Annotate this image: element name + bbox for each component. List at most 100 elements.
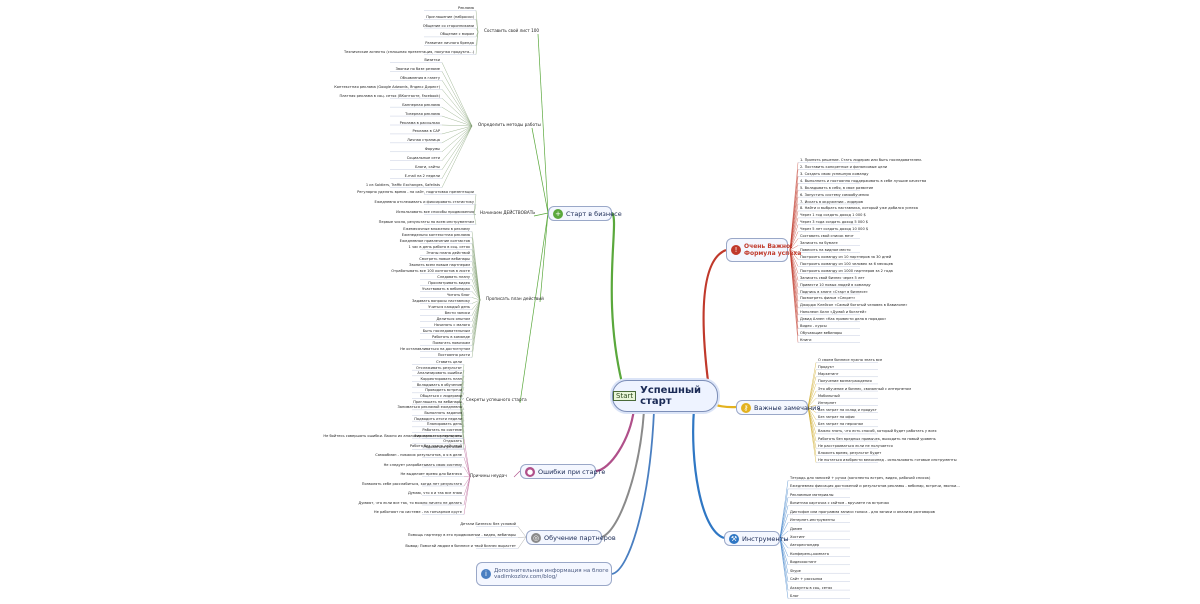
- errors-leaves-item[interactable]: Не следует разрабатывать свою систему: [383, 462, 462, 467]
- start-section-list[interactable]: Составить свой лист 100: [484, 28, 540, 33]
- start-leaf-item[interactable]: Вести записи: [444, 311, 470, 315]
- tools-leaves-item[interactable]: Skype: [790, 568, 801, 573]
- start-leaf-item[interactable]: E-mail на 2 недели: [404, 174, 440, 179]
- important-leaves-item[interactable]: Через 3 года создать доход 5 000 $: [800, 220, 869, 225]
- start-leaf-item[interactable]: Общаться с лидерами: [419, 394, 462, 398]
- start-leaf-item[interactable]: Общение с миром: [439, 32, 474, 37]
- tools-leaves-item[interactable]: Ежедневная фиксация достижений и результ…: [790, 484, 960, 489]
- points-leaves-item[interactable]: О своем бизнесе нужно знать все: [818, 358, 883, 362]
- start-leaf-item[interactable]: Технические аспекты (сплошная презентаци…: [343, 50, 474, 54]
- tools-leaves-item[interactable]: Хостинг: [790, 535, 806, 539]
- start-leaf-item[interactable]: Выполнять задания: [424, 411, 462, 415]
- start-leaf-item[interactable]: Регулярно уделять время - на сайт, подго…: [357, 190, 474, 194]
- start-leaf-item[interactable]: Реклама в рассылках: [399, 120, 440, 125]
- points-leaves-item[interactable]: Получение вознаграждения: [818, 379, 872, 384]
- start-leaf-item[interactable]: Отрабатывать все 100 контактов в листе: [391, 269, 470, 273]
- branch-important[interactable]: ! Очень Важно! Формула успеха: [726, 238, 801, 262]
- errors-leaves-item[interactable]: Думают, что если все так, то можно ничег…: [358, 500, 462, 505]
- start-leaf-item[interactable]: Анализировать ошибки: [417, 371, 462, 376]
- branch-start-business[interactable]: + Старт в бизнесе: [548, 206, 622, 221]
- points-leaves-item[interactable]: Не пытаться изобрести велосипед - исполь…: [818, 458, 957, 462]
- start-leaf-item[interactable]: Делиться опытом: [436, 317, 470, 321]
- tools-leaves-item[interactable]: Сайт + рассылка: [790, 577, 823, 582]
- points-leaves-item[interactable]: Не расстраиваться если не получается: [818, 443, 893, 448]
- start-leaf-item[interactable]: Социальные сети: [406, 156, 440, 161]
- start-leaf-item[interactable]: Проводить встречи: [425, 388, 462, 393]
- start-leaf-item[interactable]: Вкладывать в обучение: [416, 382, 462, 387]
- important-leaves-item[interactable]: 6. Запустить систему самообучения: [800, 192, 869, 197]
- important-leaves-item[interactable]: Повесить на видное место: [800, 248, 851, 252]
- start-leaf-item[interactable]: Ежемесячные вложения в рекламу: [403, 227, 470, 231]
- start-section-act[interactable]: Начинаем ДЕЙСТВОВАТЬ: [480, 210, 536, 215]
- important-leaves-item[interactable]: 3. Создать свою успешную команду: [800, 171, 869, 176]
- important-leaves-item[interactable]: 5. Вкладывать в себя, в свое развитие: [800, 185, 874, 190]
- start-leaf-item[interactable]: Отслеживать результат: [416, 365, 462, 370]
- important-leaves-item[interactable]: Через 5 лет создать доход 10 000 $: [800, 227, 869, 232]
- start-leaf-item[interactable]: Учиться каждый день: [428, 305, 470, 309]
- start-leaf-item[interactable]: Фиксировать результаты: [413, 433, 462, 438]
- start-leaf-item[interactable]: Приглашать на вебинары: [413, 399, 462, 404]
- important-leaves-item[interactable]: 8. Найти и выбрать наставника, который у…: [800, 206, 918, 211]
- errors-leaves-item[interactable]: Не бойтесь совершать ошибки. Важно их ан…: [323, 434, 462, 438]
- start-leaf-item[interactable]: Этапы плана действий: [426, 251, 470, 255]
- start-leaf-item[interactable]: Читать блог: [446, 293, 470, 297]
- start-leaf-item[interactable]: Ежедневно отслеживать и фиксировать стат…: [374, 200, 474, 204]
- tools-leaves-item[interactable]: Диктофон или программа записи голоса - д…: [790, 509, 935, 514]
- important-leaves-item[interactable]: Через 1 год создать доход 1 000 $: [800, 213, 866, 218]
- important-leaves-item[interactable]: Записать свой бизнес через 5 лет: [800, 275, 865, 280]
- important-leaves-item[interactable]: Наполеон Хилл «Думай и богатей»: [800, 310, 867, 315]
- start-leaf-item[interactable]: Помогать новичкам: [432, 341, 470, 345]
- points-leaves-item[interactable]: Без затрат на офис: [818, 415, 855, 420]
- training-leaves-item[interactable]: Вывод: Помогай людям в бизнесе и твой би…: [405, 544, 516, 548]
- important-leaves-item[interactable]: 2. Поставить конкретные и финансовые цел…: [800, 164, 888, 169]
- start-section-methods[interactable]: Определить методы работы: [478, 122, 541, 127]
- start-leaf-item[interactable]: Контекстная реклама (Google Adwords, Янд…: [334, 84, 440, 89]
- important-leaves-item[interactable]: Видео - курсы: [800, 324, 827, 329]
- errors-leaves-item[interactable]: Не работают по системе - на гончарном кр…: [373, 510, 462, 514]
- points-leaves-item[interactable]: Вложить время, результат будет: [818, 450, 882, 455]
- start-leaf-item[interactable]: Развитие личного бренда: [425, 41, 474, 46]
- start-leaf-item[interactable]: Подводить итоги недели: [414, 416, 462, 421]
- training-leaves-item[interactable]: Помощь партнеру в его продвижении - виде…: [407, 533, 516, 537]
- start-leaf-item[interactable]: Постоянно расти: [437, 353, 470, 357]
- points-leaves-item[interactable]: Работать без вредных привычек, выходить …: [818, 436, 936, 441]
- start-leaf-item[interactable]: 1 час в день работа в соц. сетях: [408, 245, 470, 249]
- start-leaf-item[interactable]: Смотреть новые вебинары: [419, 257, 470, 261]
- points-leaves-item[interactable]: Интернет: [818, 400, 837, 405]
- tools-leaves-item[interactable]: Тетрадь для записей + ручка (конспекты в…: [790, 476, 931, 480]
- start-leaf-item[interactable]: Ставить цели: [436, 360, 462, 364]
- important-leaves-item[interactable]: Джордж Клейсон «Самый богатый человек в …: [800, 303, 908, 308]
- tools-leaves-item[interactable]: Конференц-комната: [790, 551, 829, 556]
- start-leaf-item[interactable]: Планировать день: [426, 422, 462, 427]
- branch-training[interactable]: ◎ Обучение партнеров: [526, 530, 616, 545]
- start-leaf-item[interactable]: Использовать все способы продвижения: [396, 210, 474, 214]
- branch-errors[interactable]: ● Ошибки при старте: [520, 464, 605, 479]
- branch-blog[interactable]: i Дополнительная информация на блоге vad…: [476, 562, 612, 586]
- tools-leaves-item[interactable]: Рекламные материалы: [790, 492, 834, 497]
- start-leaf-item[interactable]: Форумы: [424, 147, 440, 152]
- start-leaf-item[interactable]: Баннерная реклама: [402, 102, 440, 107]
- start-leaf-item[interactable]: Еженедельно контекстная реклама: [401, 233, 470, 237]
- important-leaves-item[interactable]: Книги: [800, 338, 812, 342]
- points-leaves-item[interactable]: Важно знать, что есть способ, который бу…: [818, 429, 937, 434]
- points-leaves-item[interactable]: Мобильный: [818, 393, 840, 398]
- important-leaves-item[interactable]: Составить свой список мечт: [800, 234, 854, 239]
- start-leaf-item[interactable]: 1 из Soldiers, Traffic Exchanges, Safeli…: [365, 183, 440, 187]
- start-leaf-item[interactable]: Просматривать видео: [428, 281, 470, 285]
- points-leaves-item[interactable]: Это обучение и бизнес, связанный с интер…: [818, 386, 911, 391]
- start-leaf-item[interactable]: Отдыхать: [443, 439, 462, 444]
- start-leaf-item[interactable]: Быть последовательным: [422, 329, 470, 333]
- important-leaves-item[interactable]: Посмотреть фильм «Секрет»: [800, 296, 856, 301]
- start-leaf-item[interactable]: Ежедневное привлечение контактов: [399, 239, 470, 243]
- start-leaf-item[interactable]: Тизерная реклама: [405, 111, 440, 116]
- points-leaves-item[interactable]: Маркетинг: [818, 372, 839, 377]
- points-leaves-item[interactable]: Без затрат на персонал: [818, 422, 864, 427]
- errors-group-label[interactable]: Причины неудач: [470, 473, 507, 478]
- important-leaves-item[interactable]: Привести 10 новых людей в команду: [800, 282, 871, 287]
- errors-leaves-item[interactable]: Самообман - никаких результатов, а я в д…: [375, 453, 462, 457]
- tools-leaves-item[interactable]: Блог: [790, 594, 799, 598]
- central-topic[interactable]: Start Успешный старт: [612, 380, 718, 412]
- start-leaf-item[interactable]: Звонить всем новым партнерам: [409, 263, 470, 267]
- important-leaves-item[interactable]: Подпись в книге «Старт в бизнесе»: [800, 289, 868, 294]
- tools-leaves-item[interactable]: Визитная карточка с сайтом - вручаете на…: [790, 501, 890, 506]
